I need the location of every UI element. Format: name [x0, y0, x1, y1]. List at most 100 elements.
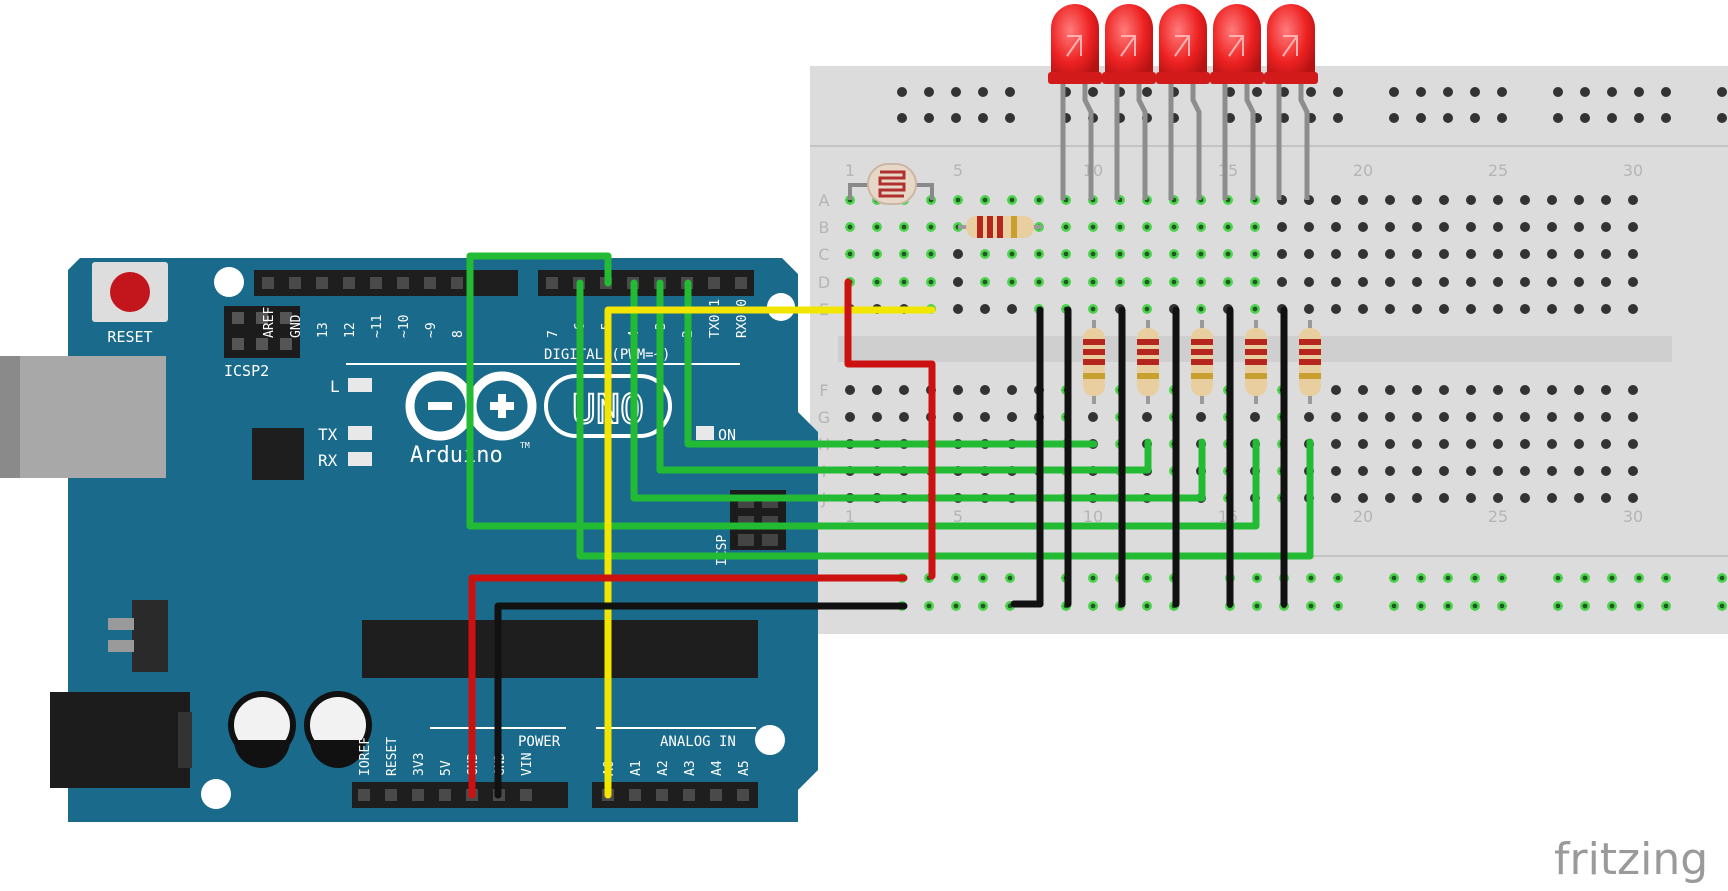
on-label: ON	[718, 426, 736, 444]
r-2	[1137, 320, 1159, 404]
rail-hole	[1443, 87, 1453, 97]
led-rx-label: RX	[318, 451, 338, 470]
breadboard-hole	[1412, 195, 1422, 205]
wire-black-gnd	[494, 602, 908, 799]
row-letter-b: B	[819, 218, 830, 237]
breadboard-hole	[1412, 277, 1422, 287]
rail-hole	[1333, 87, 1343, 97]
breadboard-hole	[1331, 439, 1341, 449]
breadboard-hole	[1412, 385, 1422, 395]
col-number-30: 30	[1623, 161, 1643, 180]
col-number-20: 20	[1353, 507, 1373, 526]
breadboard-hole	[1574, 439, 1584, 449]
pin-label: ~10	[397, 315, 412, 338]
rail-hole	[1252, 87, 1262, 97]
breadboard-hole	[1358, 195, 1368, 205]
rail-hole	[924, 87, 934, 97]
wire-green-pin6	[466, 252, 1260, 530]
breadboard-hole	[953, 249, 963, 259]
col-number-20: 20	[1353, 161, 1373, 180]
pin-label: A5	[737, 760, 752, 776]
header-pin	[412, 789, 424, 801]
rail-hole	[1088, 87, 1098, 97]
breadboard-hole	[1574, 304, 1584, 314]
breadboard-hole	[1304, 412, 1314, 422]
voltage-regulator	[132, 600, 168, 672]
breadboard-hole	[1385, 412, 1395, 422]
trademark: TM	[520, 441, 530, 450]
pin-label: A3	[683, 760, 698, 776]
rail-hole	[1416, 113, 1426, 123]
breadboard-hole	[1493, 304, 1503, 314]
pin-label: 13	[316, 322, 331, 338]
led-tx	[348, 426, 372, 440]
reset-button-cap[interactable]	[110, 272, 150, 312]
breadboard-hole	[1277, 249, 1287, 259]
breadboard-hole	[1520, 439, 1530, 449]
breadboard-hole	[1358, 249, 1368, 259]
led-l	[348, 378, 372, 392]
power-header	[352, 782, 568, 808]
breadboard-hole	[1628, 304, 1638, 314]
wire-red-rail	[844, 278, 936, 580]
breadboard-hole	[1493, 466, 1503, 476]
rail-hole	[1497, 113, 1507, 123]
breadboard-hole	[980, 304, 990, 314]
wire-green-pin3	[684, 279, 1098, 448]
breadboard-hole	[845, 412, 855, 422]
breadboard-hole	[1601, 493, 1611, 503]
rail-hole	[1443, 113, 1453, 123]
breadboard-hole	[1412, 466, 1422, 476]
breadboard-hole	[1358, 412, 1368, 422]
row-letter-g: G	[818, 408, 830, 427]
header-pin	[316, 277, 328, 289]
led-5	[1264, 4, 1318, 200]
breadboard-hole	[1628, 385, 1638, 395]
breadboard-hole	[1007, 304, 1017, 314]
breadboard-hole	[1547, 385, 1557, 395]
usb-chip	[252, 428, 304, 480]
breadboard-hole	[872, 412, 882, 422]
breadboard-hole	[1547, 412, 1557, 422]
led-on	[696, 426, 714, 440]
breadboard-hole	[1520, 385, 1530, 395]
breadboard-hole	[1304, 304, 1314, 314]
breadboard-hole	[1331, 466, 1341, 476]
header-pin	[735, 277, 747, 289]
rail-hole	[1470, 113, 1480, 123]
breadboard-hole	[1385, 222, 1395, 232]
breadboard-hole	[1628, 493, 1638, 503]
breadboard-hole	[1466, 412, 1476, 422]
breadboard-hole	[1466, 466, 1476, 476]
pin-label: 8	[451, 330, 466, 338]
col-number-5: 5	[953, 507, 963, 526]
photoresistor	[848, 163, 934, 205]
breadboard-hole	[1412, 439, 1422, 449]
breadboard-hole	[1574, 385, 1584, 395]
rail-hole	[1142, 87, 1152, 97]
pin-label: RESET	[385, 737, 400, 776]
breadboard-hole	[1628, 277, 1638, 287]
breadboard-hole	[1412, 493, 1422, 503]
breadboard-hole	[1331, 493, 1341, 503]
breadboard-hole	[1439, 304, 1449, 314]
breadboard-hole	[1547, 195, 1557, 205]
col-number-10: 10	[1083, 507, 1103, 526]
wire-yellow-a0	[604, 306, 936, 799]
breadboard-hole	[1385, 439, 1395, 449]
wire-green-pin5	[630, 279, 1206, 502]
rail-hole	[1389, 87, 1399, 97]
breadboard-hole	[1547, 277, 1557, 287]
breadboard-hole	[1385, 304, 1395, 314]
col-number-5: 5	[953, 161, 963, 180]
row-letter-d: D	[818, 273, 830, 292]
breadboard-hole	[1385, 195, 1395, 205]
header-pin	[629, 789, 641, 801]
leds	[1048, 4, 1318, 200]
breadboard-hole	[980, 385, 990, 395]
rail-hole	[951, 87, 961, 97]
header-pin	[710, 789, 722, 801]
breadboard-hole	[1601, 249, 1611, 259]
pin-label: A2	[656, 760, 671, 776]
breadboard-hole	[1520, 277, 1530, 287]
